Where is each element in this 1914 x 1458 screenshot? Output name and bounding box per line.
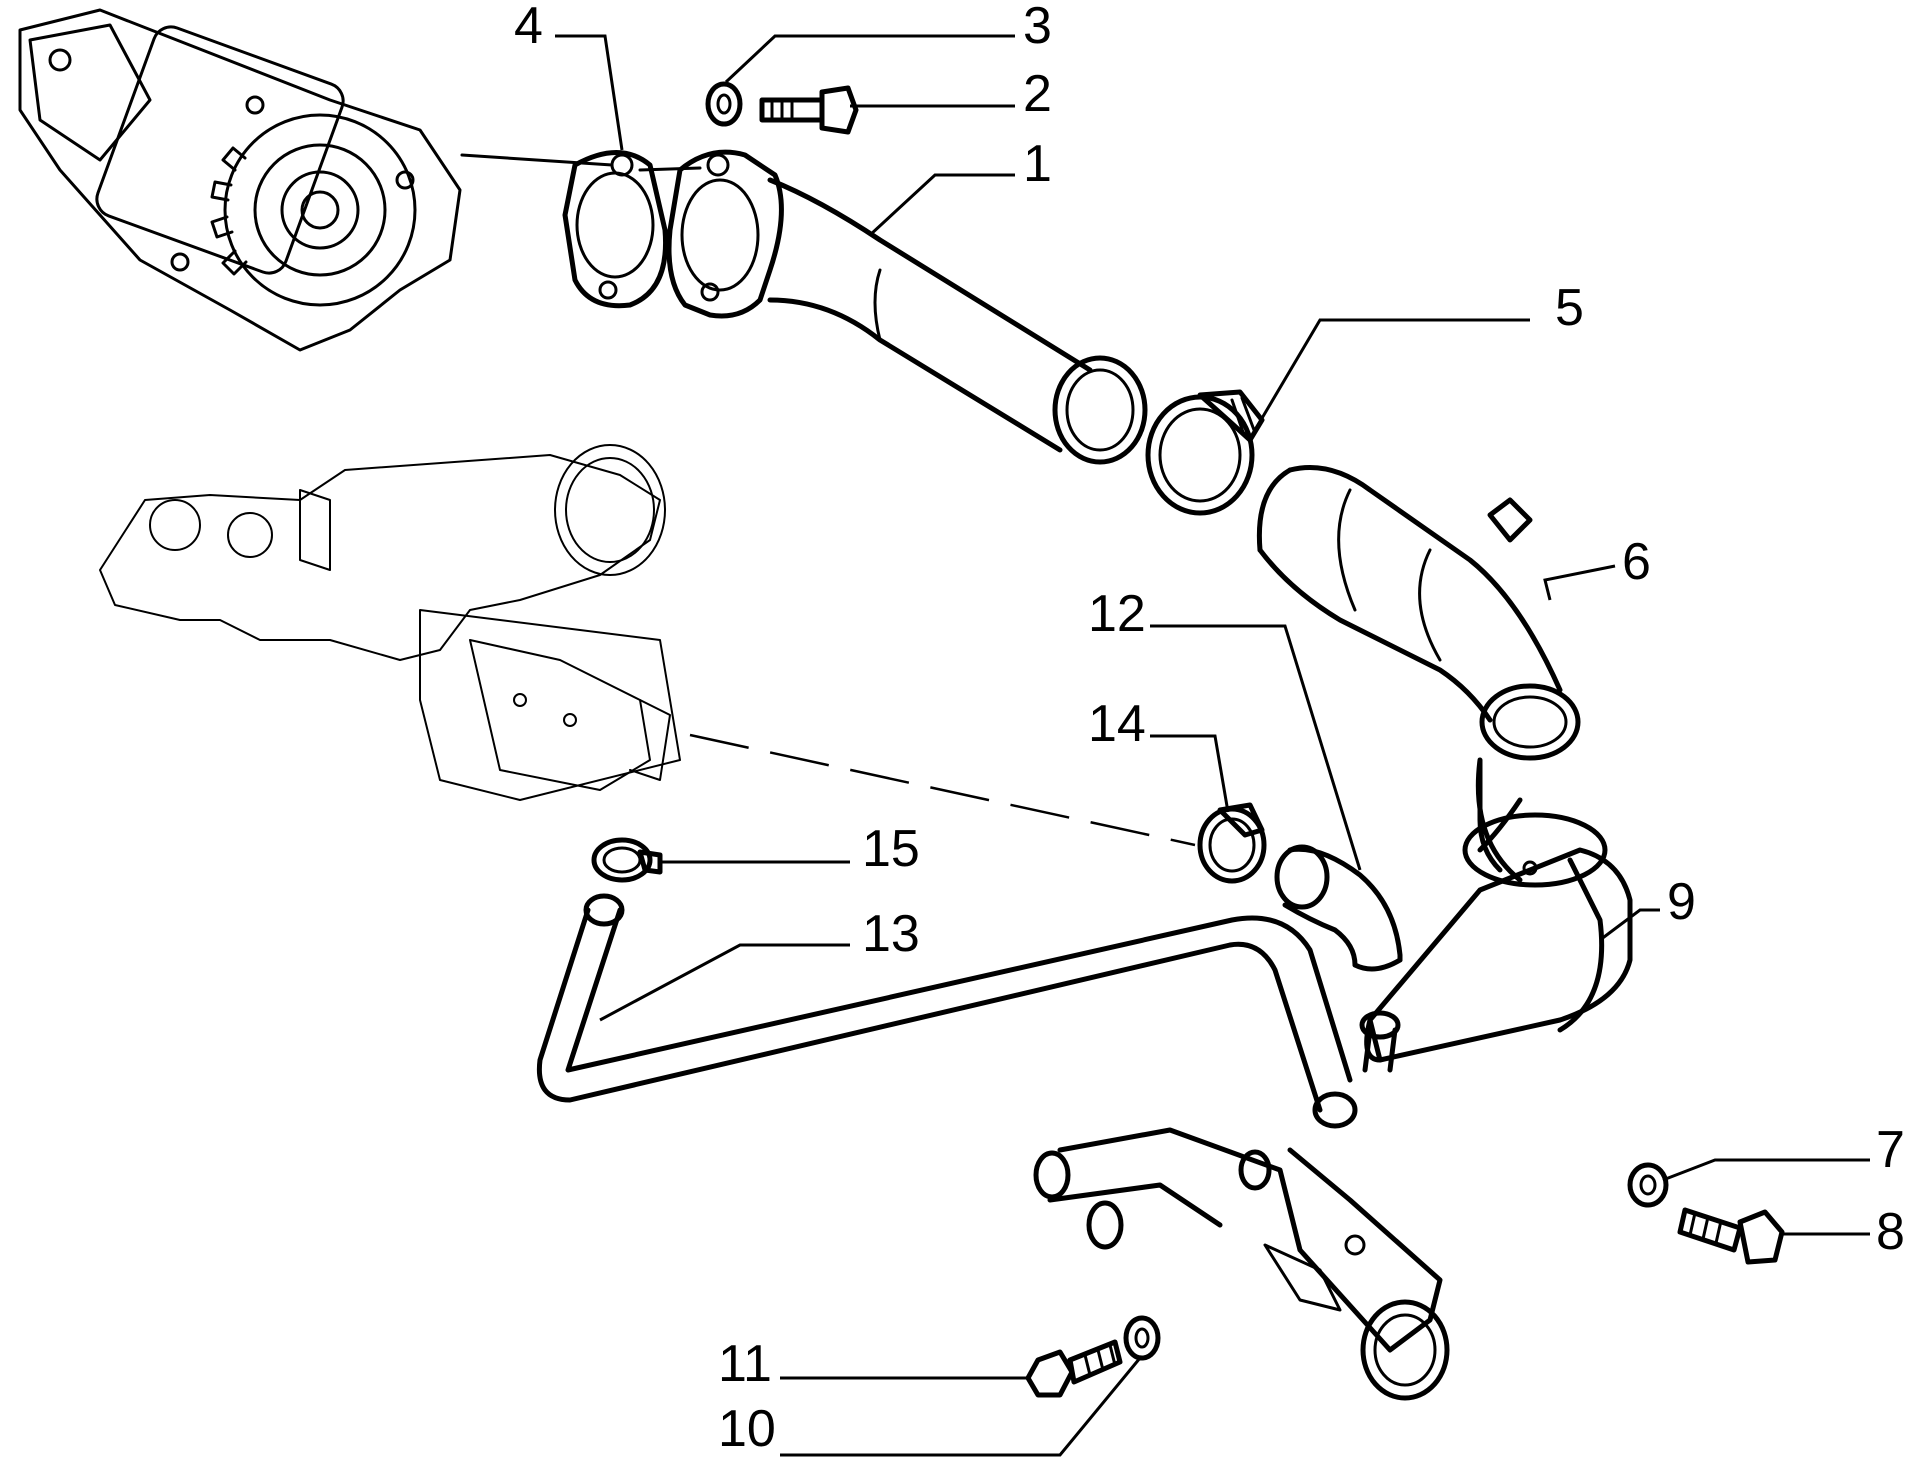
- callout-10: 10: [718, 1400, 776, 1458]
- bolt-part-11: [1025, 1339, 1123, 1398]
- callout-2: 2: [1023, 65, 1052, 123]
- callout-14: 14: [1088, 695, 1146, 753]
- callout-6: 6: [1622, 533, 1651, 591]
- leader-3: [724, 34, 1015, 84]
- callout-13: 13: [862, 905, 920, 963]
- bolt-part-2: [759, 85, 859, 135]
- callout-4: 4: [514, 0, 543, 55]
- leader-10: [780, 1357, 1142, 1457]
- water-pump-context: [18, 8, 462, 352]
- leader-lines: [555, 34, 1870, 1457]
- callout-9: 9: [1667, 873, 1696, 931]
- hose-clamp-part-5: [1145, 389, 1265, 516]
- callout-7: 7: [1876, 1121, 1905, 1179]
- leader-13: [599, 943, 850, 1022]
- callout-12: 12: [1088, 585, 1146, 643]
- washer-part-10: [1123, 1315, 1161, 1361]
- tube-part-13: [536, 893, 1358, 1129]
- callout-5: 5: [1555, 279, 1584, 337]
- callout-3: 3: [1023, 0, 1052, 55]
- elbow-hose-part-6: [1256, 465, 1581, 761]
- gasket-part-4: [562, 150, 669, 309]
- thermostat-housing-context: [99, 444, 681, 801]
- washer-part-3: [705, 81, 743, 127]
- manifold-part-9: [1033, 757, 1633, 1401]
- callout-8: 8: [1876, 1203, 1905, 1261]
- bolt-part-8: [1677, 1207, 1785, 1265]
- callout-15: 15: [862, 820, 920, 878]
- leader-1: [868, 173, 1015, 237]
- leader-7: [1662, 1158, 1870, 1182]
- leader-9: [1599, 908, 1660, 942]
- hose-clamp-part-14: [1197, 802, 1267, 884]
- leader-6: [1543, 564, 1616, 601]
- washer-part-7: [1627, 1162, 1669, 1208]
- pump-to-gasket-line: [460, 153, 702, 172]
- callout-1: 1: [1023, 135, 1052, 193]
- assembly-line: [689, 733, 1196, 847]
- leader-4: [555, 34, 624, 151]
- pipe-part-1: [666, 149, 1148, 465]
- callout-11: 11: [718, 1335, 772, 1393]
- elbow-hose-part-12: [1274, 844, 1403, 972]
- leader-5: [1253, 318, 1530, 431]
- leader-14: [1150, 734, 1230, 813]
- leader-12: [1150, 624, 1362, 871]
- hose-clamp-part-15: [591, 837, 663, 883]
